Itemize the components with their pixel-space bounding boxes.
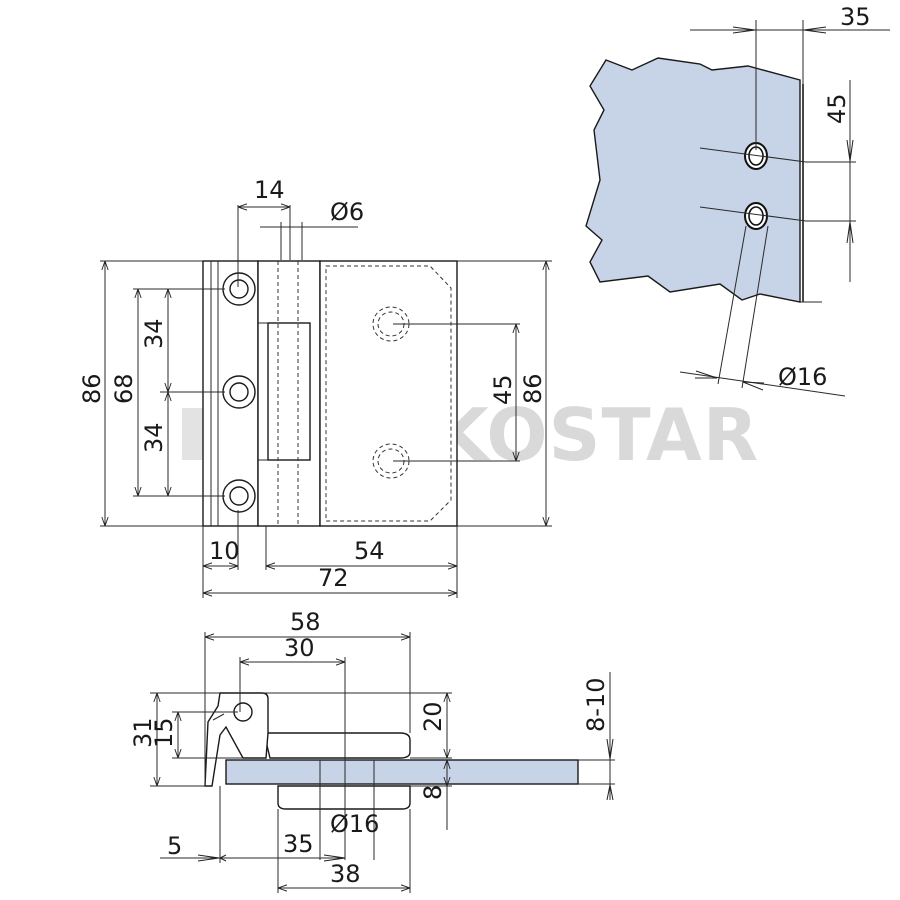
dim-31: 31 [129,717,157,748]
glass-clamp-plate [319,260,458,527]
wall-plate-hole-middle [222,375,256,409]
dim-86-height-left: 86 [78,373,106,404]
dim-10: 10 [209,537,240,565]
glass-panel-section [585,57,801,303]
dim-72: 72 [318,564,349,592]
dim-45-glass-holes: 45 [823,93,851,124]
dim-30: 30 [284,634,315,662]
glass-panel-side [225,759,579,785]
dim-20: 20 [419,701,447,732]
dim-34-bottom: 34 [140,422,168,453]
dim-diameter-6: Ø6 [330,198,364,226]
wall-plate-hole-bottom [222,479,256,513]
clamp-upper-plate [263,732,411,759]
dim-5: 5 [167,832,182,860]
dim-35-edge-distance: 35 [840,3,871,31]
dim-38: 38 [330,860,361,888]
dim-diameter-16-glass: Ø16 [778,363,827,391]
dim-8-10-glass-thickness: 8-10 [582,678,610,732]
dim-35-top-view: 35 [283,830,314,858]
clamp-lower-plate [277,785,411,810]
dim-34-top: 34 [140,318,168,349]
wall-plate-hole-top [222,272,256,306]
dim-58: 58 [290,608,321,636]
dim-54: 54 [354,537,385,565]
glass-hole-bottom [744,202,768,230]
dim-45-hole-spacing: 45 [489,374,517,405]
glass-detail: 35 45 Ø16 [585,3,890,397]
dim-diameter-16-top-view: Ø16 [330,810,379,838]
top-view: 58 30 31 15 20 8 8-10 Ø16 [129,608,615,893]
front-view: 14 Ø6 86 68 34 34 45 86 [78,176,552,598]
dim-8: 8 [419,785,447,800]
dim-14: 14 [254,176,285,204]
dim-68: 68 [110,373,138,404]
glass-hole-top [744,142,768,170]
dim-86-height-right: 86 [519,373,547,404]
hinge-pivot-segment [267,322,311,461]
dim-15: 15 [150,717,178,748]
